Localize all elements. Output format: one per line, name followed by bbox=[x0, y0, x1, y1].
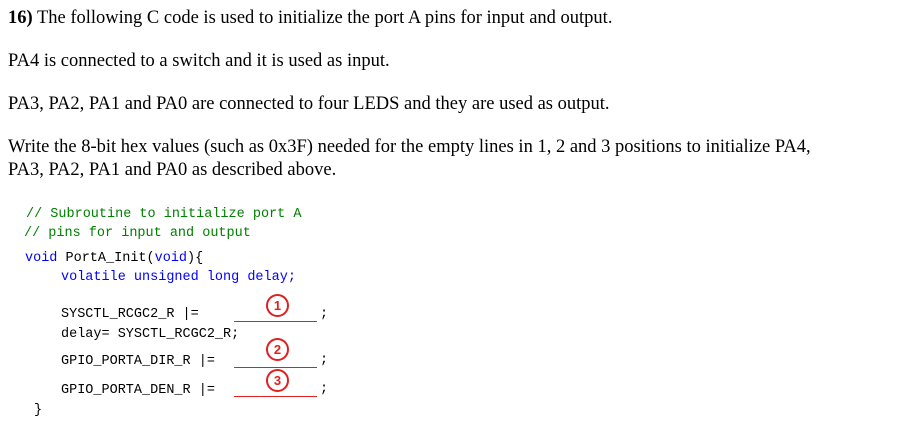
code-comment-1: // Subroutine to initialize port A bbox=[26, 207, 302, 222]
leds-description: PA3, PA2, PA1 and PA0 are connected to f… bbox=[8, 94, 610, 114]
code-close-brace: } bbox=[34, 403, 43, 418]
semicolon-3: ; bbox=[320, 382, 329, 397]
instruction-line-1: Write the 8-bit hex values (such as 0x3F… bbox=[8, 137, 811, 157]
code-line-dir: GPIO_PORTA_DIR_R |= bbox=[61, 354, 215, 369]
marker-2: 2 bbox=[266, 338, 289, 361]
code-void-keyword: void bbox=[25, 251, 58, 266]
question-intro-text: The following C code is used to initiali… bbox=[32, 8, 613, 28]
pa4-description: PA4 is connected to a switch and it is u… bbox=[8, 51, 390, 71]
code-declaration: volatile unsigned long delay; bbox=[61, 270, 296, 285]
semicolon-2: ; bbox=[320, 353, 329, 368]
code-void-param: void bbox=[154, 251, 188, 266]
instruction-line-2: PA3, PA2, PA1 and PA0 as described above… bbox=[8, 160, 337, 180]
code-function-open: ){ bbox=[187, 251, 204, 266]
code-comment-2: // pins for input and output bbox=[24, 226, 251, 241]
code-line-rcgc2: SYSCTL_RCGC2_R |= bbox=[61, 307, 199, 322]
blank-1[interactable] bbox=[234, 321, 317, 322]
marker-3: 3 bbox=[266, 369, 289, 392]
code-function-name: PortA_Init( bbox=[57, 251, 155, 266]
code-line-den: GPIO_PORTA_DEN_R |= bbox=[61, 383, 215, 398]
code-line-delay: delay= SYSCTL_RCGC2_R; bbox=[61, 327, 240, 342]
question-intro: 16) The following C code is used to init… bbox=[8, 7, 612, 30]
blank-2[interactable] bbox=[234, 367, 317, 368]
marker-1: 1 bbox=[266, 294, 289, 317]
blank-3[interactable] bbox=[234, 396, 317, 397]
code-function-signature: void PortA_Init(void){ bbox=[25, 251, 203, 267]
semicolon-1: ; bbox=[320, 307, 329, 322]
question-number: 16) bbox=[8, 8, 33, 28]
